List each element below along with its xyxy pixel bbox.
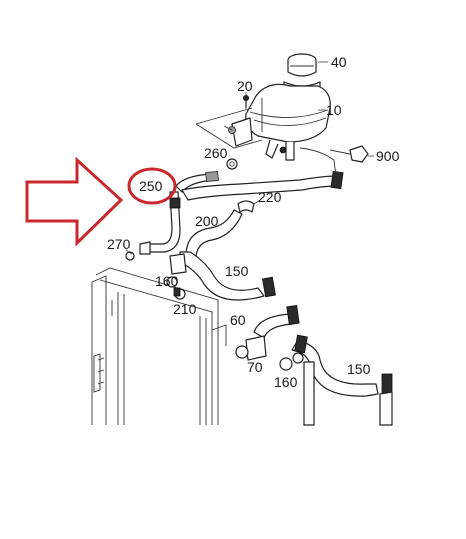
label-part-150-lower: 150 bbox=[347, 361, 371, 377]
label-part-160-lower: 160 bbox=[274, 374, 298, 390]
leader-270 bbox=[125, 249, 133, 255]
label-part-10: 10 bbox=[326, 102, 342, 118]
hose-part-250 bbox=[175, 147, 344, 201]
label-part-210: 210 bbox=[173, 301, 197, 317]
label-part-220: 220 bbox=[258, 189, 282, 205]
hose-part-150-lower bbox=[279, 334, 393, 426]
label-part-160-upper: 160 bbox=[155, 273, 179, 289]
label-part-70: 70 bbox=[247, 359, 263, 375]
hose-part-270 bbox=[125, 191, 181, 261]
label-part-260: 260 bbox=[204, 145, 228, 161]
label-part-200: 200 bbox=[195, 213, 219, 229]
label-part-60: 60 bbox=[230, 312, 246, 328]
label-part-250: 250 bbox=[139, 178, 163, 194]
hose-part-60 bbox=[235, 304, 300, 361]
red-pointer-arrow bbox=[25, 156, 124, 247]
leader-220 bbox=[253, 199, 261, 205]
hose-part-150-upper bbox=[166, 251, 276, 301]
radiator bbox=[91, 267, 227, 425]
label-part-20: 20 bbox=[237, 78, 253, 94]
label-part-270: 270 bbox=[107, 236, 131, 252]
o-ring-part-260 bbox=[226, 158, 238, 170]
expansion-tank bbox=[195, 53, 369, 163]
clip-part-220 bbox=[237, 200, 255, 213]
label-part-40: 40 bbox=[331, 54, 347, 70]
label-part-150-upper: 150 bbox=[225, 263, 249, 279]
label-part-900: 900 bbox=[376, 148, 400, 164]
highlight-circle-250 bbox=[127, 167, 177, 205]
